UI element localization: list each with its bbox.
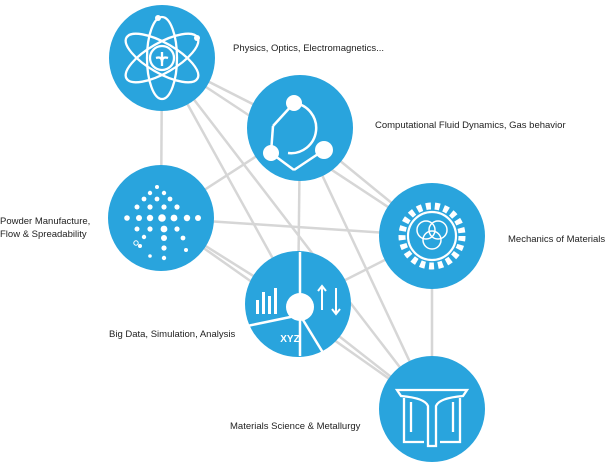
label-cfd: Computational Fluid Dynamics, Gas behavi… [375,120,566,131]
label-materials: Materials Science & Metallurgy [230,421,361,432]
particles-icon [124,185,201,261]
particle-dot [147,190,153,196]
particle-dot [167,196,173,202]
particle-dot [161,255,167,261]
particle-dot [160,225,168,233]
label-physics: Physics, Optics, Electromagnetics... [233,43,384,54]
particle-dot [154,196,160,202]
particle-dot [161,204,167,210]
node-cfd [247,75,353,181]
particle-dot [134,204,140,210]
molecule-icon [263,95,333,172]
particle-dot [141,234,147,240]
particle-dot [147,204,153,210]
particle-dot [134,226,140,232]
label-mechanics: Mechanics of Materials [508,234,606,245]
particle-dot [183,214,191,222]
crucible-icon [394,388,470,448]
particle-dot [155,185,159,189]
xyz-icon-text: XYZ [280,334,299,345]
particle-dot [136,215,142,221]
particle-dot [148,254,152,258]
particle-dot [138,244,142,248]
particle-dot [174,226,180,232]
node-powder [108,165,214,271]
data-analysis-icon: XYZ [246,252,341,357]
particle-dot [170,214,178,222]
label-bigdata: Big Data, Simulation, Analysis [109,329,236,340]
edge-physics-materials [161,57,433,410]
node-mechanics [379,183,485,289]
particle-dot [147,226,153,232]
particle-dot [174,204,180,210]
node-bigdata: XYZ [245,251,351,357]
node-circle [379,356,485,462]
gear-icon [398,202,466,270]
particle-dot [146,214,154,222]
particle-dot [124,215,130,221]
particle-ring [133,240,139,246]
atom-icon [124,15,200,101]
particle-dot [161,190,167,196]
label-powder: Powder Manufacture, Flow & Spreadability [0,216,91,240]
node-physics [109,5,215,111]
particle-dot [158,214,166,222]
particle-dot [184,248,188,252]
particle-dot [195,215,201,221]
particle-dot [141,196,147,202]
particle-dot [180,235,186,241]
node-materials [379,356,485,462]
particle-dot [161,245,167,251]
particle-dot [161,235,167,241]
